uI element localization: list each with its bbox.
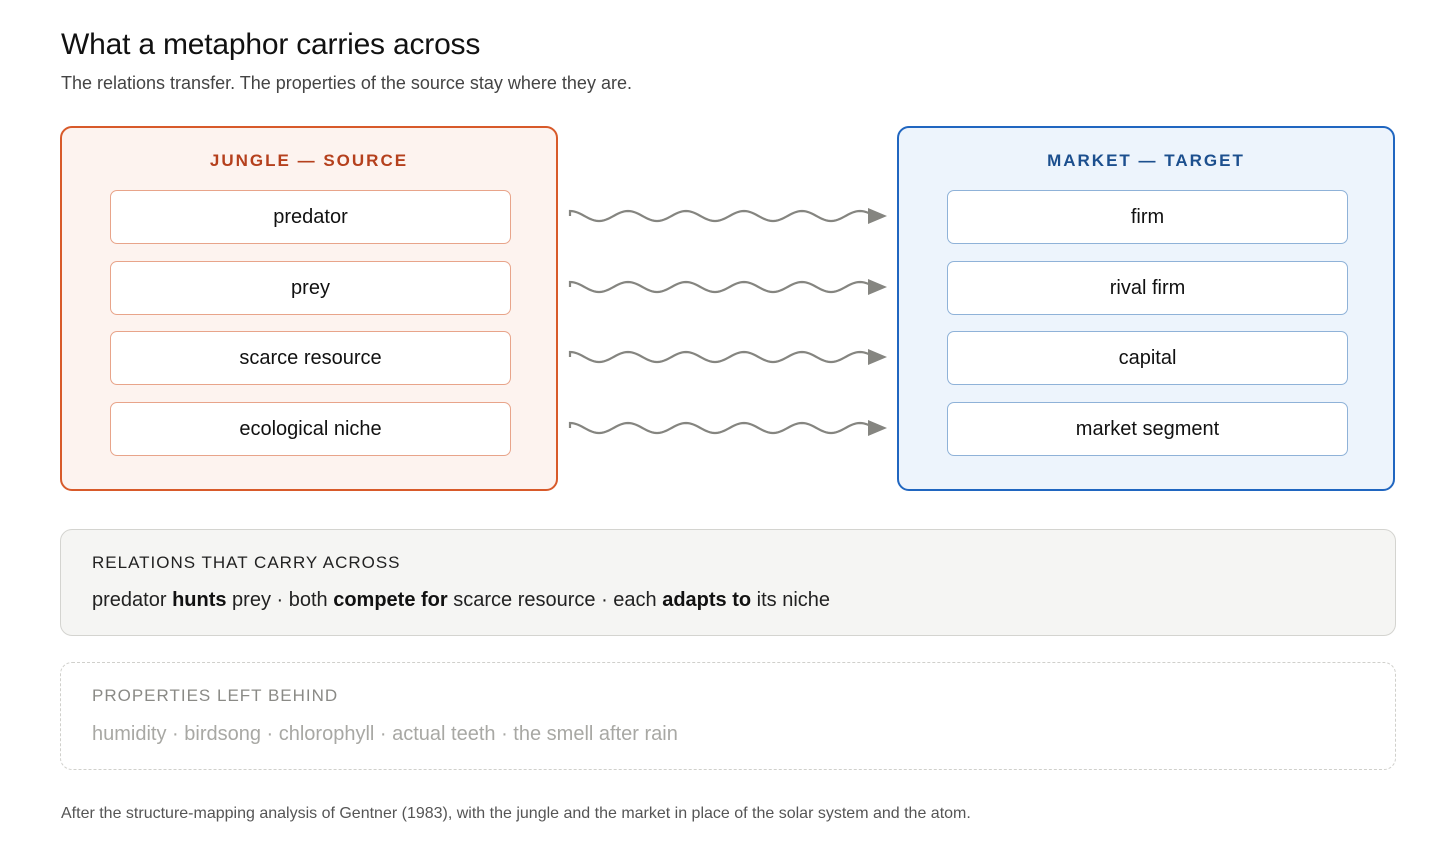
properties-text: humidity · birdsong · chlorophyll · actu…	[92, 723, 678, 745]
source-node-prey: prey	[110, 261, 511, 315]
mapping-arrow-3	[568, 350, 871, 364]
mapping-arrow-2	[568, 280, 871, 294]
footnote: After the structure-mapping analysis of …	[61, 805, 971, 822]
page-title: What a metaphor carries across	[61, 28, 481, 61]
page-subtitle: The relations transfer. The properties o…	[61, 73, 632, 93]
arrowhead-icon	[868, 208, 887, 224]
relation-verb: hunts	[172, 589, 227, 611]
relation-text-segment: scarce resource · each	[447, 589, 663, 611]
target-node-market-segment: market segment	[947, 402, 1348, 456]
relation-text-segment: predator	[92, 589, 173, 611]
relation-text-segment: prey · both	[226, 589, 334, 611]
arrowhead-icon	[868, 349, 887, 365]
target-node-firm: firm	[947, 190, 1348, 244]
source-node-predator: predator	[110, 190, 511, 244]
source-domain-box: JUNGLE — SOURCE predator prey scarce res…	[60, 126, 558, 491]
target-heading: MARKET — TARGET	[1047, 151, 1245, 170]
arrowhead-icon	[868, 279, 887, 295]
source-node-scarce-resource: scarce resource	[110, 331, 511, 385]
arrowhead-icon	[868, 420, 887, 436]
source-heading: JUNGLE — SOURCE	[209, 151, 409, 170]
relations-heading: RELATIONS THAT CARRY ACROSS	[92, 553, 401, 572]
target-node-capital: capital	[947, 331, 1348, 385]
relations-panel: RELATIONS THAT CARRY ACROSS predator hun…	[60, 529, 1396, 636]
relation-text-segment: its niche	[751, 589, 831, 611]
source-node-ecological-niche: ecological niche	[110, 402, 511, 456]
relations-text: predator hunts prey · both compete for s…	[92, 589, 830, 612]
properties-heading: PROPERTIES LEFT BEHIND	[92, 686, 339, 705]
target-node-rival-firm: rival firm	[947, 261, 1348, 315]
relation-verb: adapts to	[662, 589, 752, 611]
target-domain-box: MARKET — TARGET firm rival firm capital …	[897, 126, 1395, 491]
mapping-arrow-4	[568, 421, 871, 435]
mapping-arrow-1	[568, 209, 871, 223]
relation-verb: compete for	[333, 589, 448, 611]
properties-panel: PROPERTIES LEFT BEHIND humidity · birdso…	[60, 662, 1396, 770]
